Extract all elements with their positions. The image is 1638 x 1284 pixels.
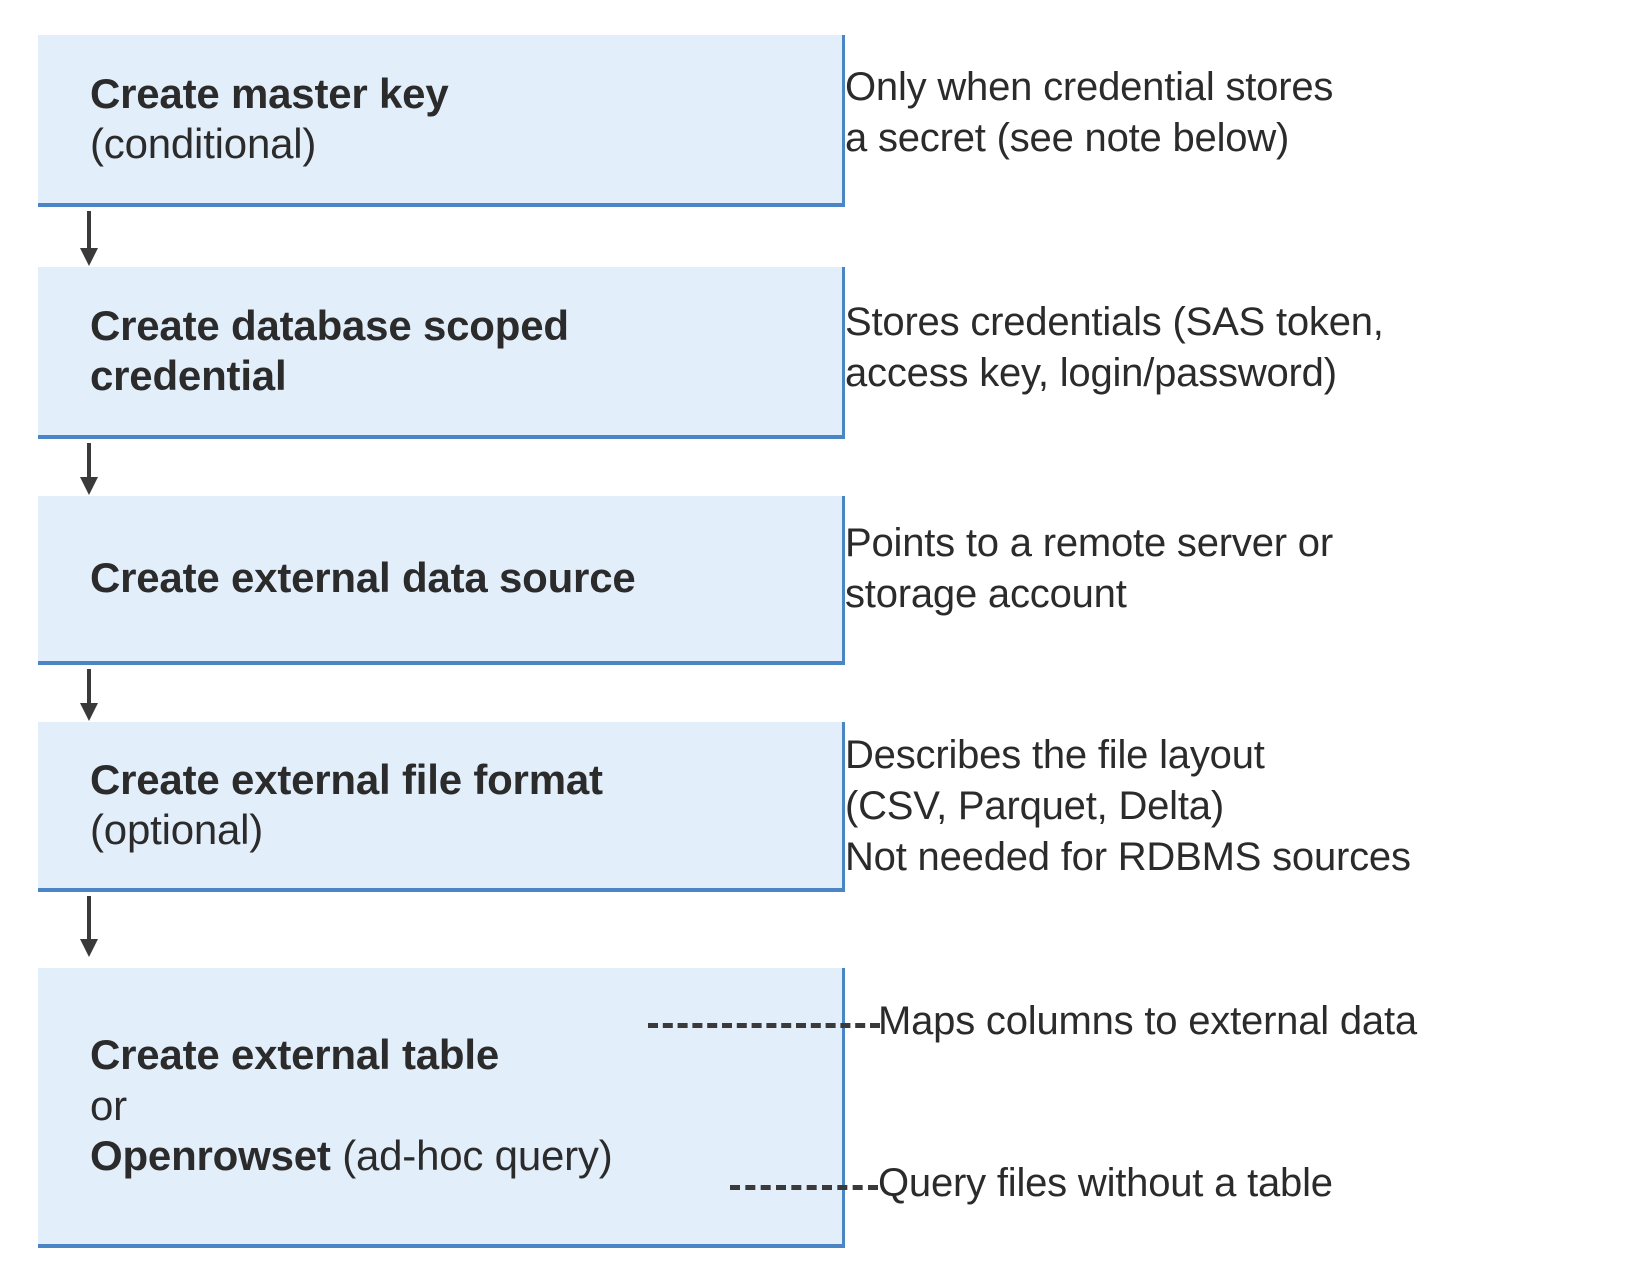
step-box-create-external-data-source[interactable]: Create external data source [38,496,845,665]
final-option-openrowset-label: Openrowset [90,1132,331,1180]
dashed-connector-openrowset [730,1185,878,1190]
step-title: Create external file format [90,755,603,803]
note-openrowset: Query files without a table [878,1161,1333,1205]
final-option-openrowset-qualifier: (ad-hoc query) [330,1132,613,1180]
arrow-down-icon [80,669,98,721]
final-option-external-table: Create external table [90,1031,499,1079]
step-box-create-master-key[interactable]: Create master key (conditional) [38,35,845,207]
step-subtitle: (conditional) [90,120,317,167]
step-title: Create external data source [90,554,636,602]
note-create-external-file-format: Describes the file layout (CSV, Parquet,… [845,733,1411,880]
arrow-down-icon [80,896,98,958]
note-create-master-key: Only when credential stores a secret (se… [845,65,1334,161]
step-box-create-external-table-or-openrowset[interactable]: Create external table or Openrowset (ad-… [38,968,845,1248]
step-subtitle: (optional) [90,806,264,853]
step-title: Create database scoped credential [90,301,569,399]
note-create-database-scoped-credential: Stores credentials (SAS token, access ke… [845,300,1384,396]
arrow-down-icon [80,443,98,495]
note-create-external-table: Maps columns to external data [878,999,1417,1043]
note-create-external-data-source: Points to a remote server or storage acc… [845,521,1333,617]
final-option-separator: or [90,1081,127,1129]
step-title: Create master key [90,69,449,117]
step-box-create-external-file-format[interactable]: Create external file format (optional) [38,722,845,892]
final-option-openrowset: Openrowset (ad-hoc query) [38,1131,842,1181]
dashed-connector-external-table [648,1023,880,1028]
step-box-create-database-scoped-credential[interactable]: Create database scoped credential [38,267,845,439]
arrow-down-icon [80,211,98,266]
